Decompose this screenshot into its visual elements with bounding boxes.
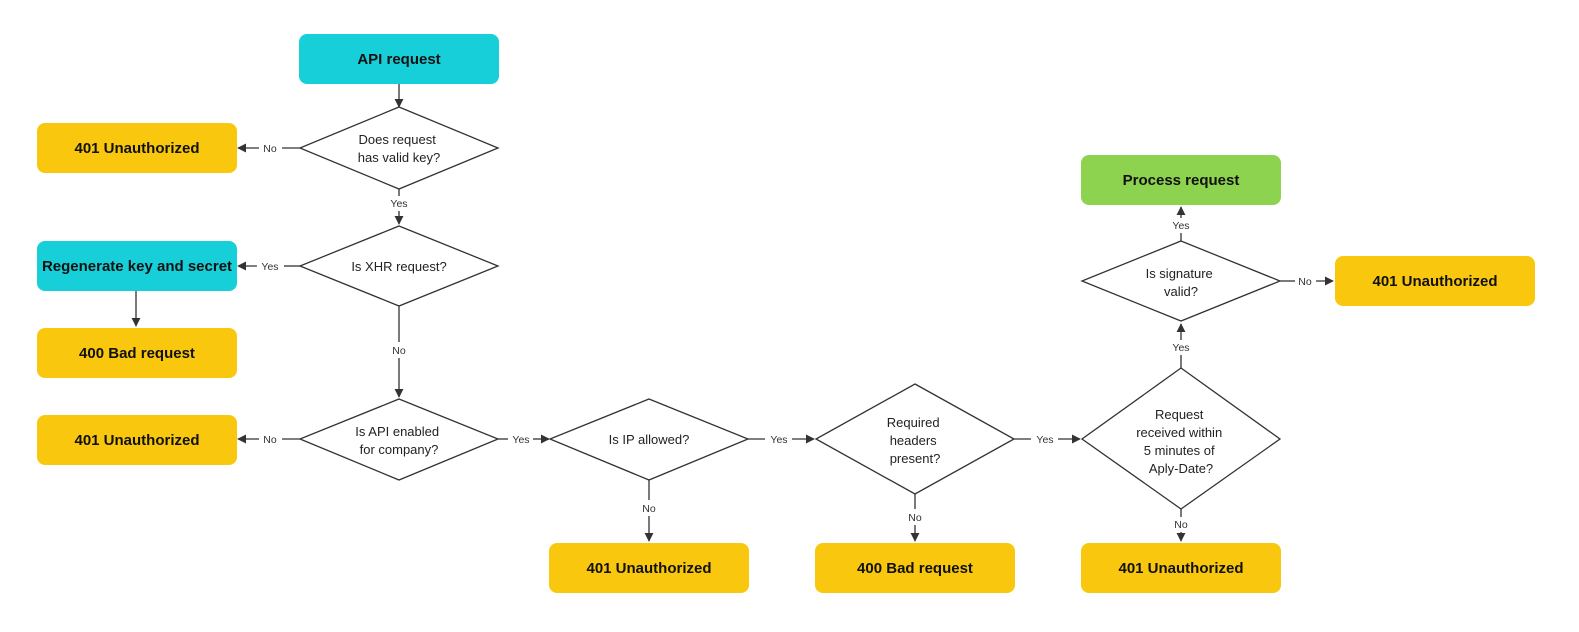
decision-label: Is XHR request? (351, 259, 446, 274)
bad-request-box-headers: 400 Bad request (815, 543, 1015, 593)
edge-label-yes: Yes (261, 261, 278, 273)
decision-api-enabled: Is API enabled for company? (298, 398, 500, 481)
edge-label-no: No (263, 143, 277, 155)
decision-time: Request received within 5 minutes of Apl… (1080, 367, 1282, 510)
unauthorized-label: 401 Unauthorized (74, 140, 199, 157)
unauthorized-fill (37, 415, 237, 465)
unauthorized-box-time: 401 Unauthorized (1081, 543, 1281, 593)
regenerate-box: Regenerate key and secret (37, 241, 237, 291)
decision-label: Is API enabled for company? (355, 424, 442, 457)
process-request-label: Process request (1123, 172, 1240, 189)
unauthorized-box-signature: 401 Unauthorized (1335, 256, 1535, 306)
bad-request-label: 400 Bad request (79, 345, 195, 362)
decision-diamond (548, 398, 750, 481)
edge-label-no: No (642, 503, 656, 515)
bad-request-box-xhr: 400 Bad request (37, 328, 237, 378)
bad-request-label: 400 Bad request (857, 560, 973, 577)
decision-diamond (298, 106, 500, 190)
decision-label: Is signature valid? (1146, 266, 1217, 299)
unauthorized-fill (1335, 256, 1535, 306)
process-request-fill (1081, 155, 1281, 205)
unauthorized-box-no-key: 401 Unauthorized (37, 123, 237, 173)
edge-label-yes: Yes (1172, 342, 1189, 354)
decision-label: Required headers present? (887, 415, 943, 466)
decision-diamond (298, 225, 500, 307)
edge-label-no: No (908, 512, 922, 524)
decision-headers: Required headers present? (814, 383, 1016, 495)
edge-label-no: No (1298, 276, 1312, 288)
decision-label: Request received within 5 minutes of Apl… (1136, 407, 1226, 476)
decision-diamond (1080, 240, 1282, 322)
edge-label-no: No (263, 434, 277, 446)
decision-ip: Is IP allowed? (548, 398, 750, 481)
decision-diamond (298, 398, 500, 481)
edge-label-yes: Yes (390, 198, 407, 210)
decision-label: Is IP allowed? (609, 432, 690, 447)
edge-label-yes: Yes (512, 434, 529, 446)
bad-request-fill (37, 328, 237, 378)
unauthorized-fill (549, 543, 749, 593)
decision-valid-key: Does request has valid key? (298, 106, 500, 190)
unauthorized-label: 401 Unauthorized (1118, 560, 1243, 577)
edge-label-no: No (1174, 519, 1188, 531)
unauthorized-box-ip: 401 Unauthorized (549, 543, 749, 593)
unauthorized-fill (37, 123, 237, 173)
edge-label-no: No (392, 345, 406, 357)
regenerate-label: Regenerate key and secret (42, 258, 232, 275)
edge-label-yes: Yes (1036, 434, 1053, 446)
decision-label: Does request has valid key? (358, 132, 440, 165)
api-request-box: API request (299, 34, 499, 84)
edge-label-yes: Yes (770, 434, 787, 446)
unauthorized-fill (1081, 543, 1281, 593)
decision-diamond (1080, 367, 1282, 510)
unauthorized-label: 401 Unauthorized (586, 560, 711, 577)
bad-request-fill (815, 543, 1015, 593)
unauthorized-label: 401 Unauthorized (74, 432, 199, 449)
api-request-fill (299, 34, 499, 84)
decision-xhr: Is XHR request? (298, 225, 500, 307)
edge-label-yes: Yes (1172, 220, 1189, 232)
unauthorized-label: 401 Unauthorized (1372, 273, 1497, 290)
decision-signature: Is signature valid? (1080, 240, 1282, 322)
unauthorized-box-api-disabled: 401 Unauthorized (37, 415, 237, 465)
process-request-box: Process request (1081, 155, 1281, 205)
decision-diamond (814, 383, 1016, 495)
api-request-label: API request (357, 51, 440, 68)
regenerate-fill (37, 241, 237, 291)
